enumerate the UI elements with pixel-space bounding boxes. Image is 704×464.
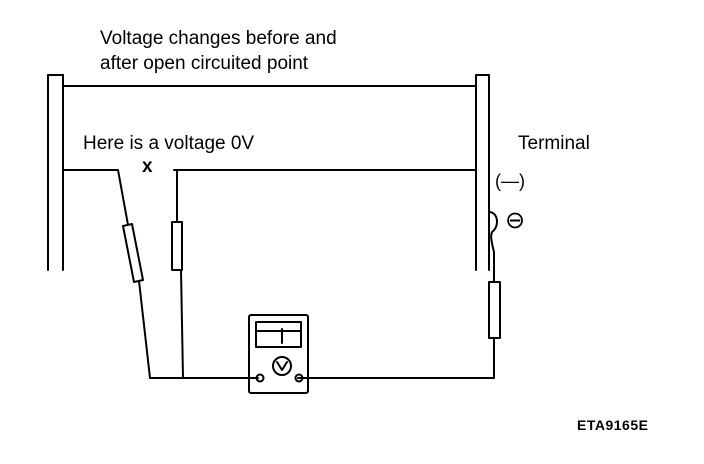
title-line-2: after open circuited point (100, 53, 309, 74)
left-probe-lead (117, 169, 259, 379)
title-line-1: Voltage changes before and (100, 28, 337, 49)
terminal-label: Terminal (518, 133, 590, 154)
voltage-note: Here is a voltage 0V (83, 133, 255, 154)
middle-probe-lead (171, 169, 184, 379)
left-connector-post (47, 74, 64, 271)
ground-symbol-icon: ⊖ (505, 207, 526, 234)
voltmeter (248, 314, 309, 394)
terminal-probe (297, 211, 501, 379)
terminal-polarity: (—) (495, 171, 525, 191)
open-circuit-mark: x (142, 156, 153, 177)
diagram-title: Voltage changes before and after open ci… (100, 26, 337, 76)
right-connector-post (475, 74, 490, 271)
figure-code: ETA9165E (577, 417, 649, 433)
